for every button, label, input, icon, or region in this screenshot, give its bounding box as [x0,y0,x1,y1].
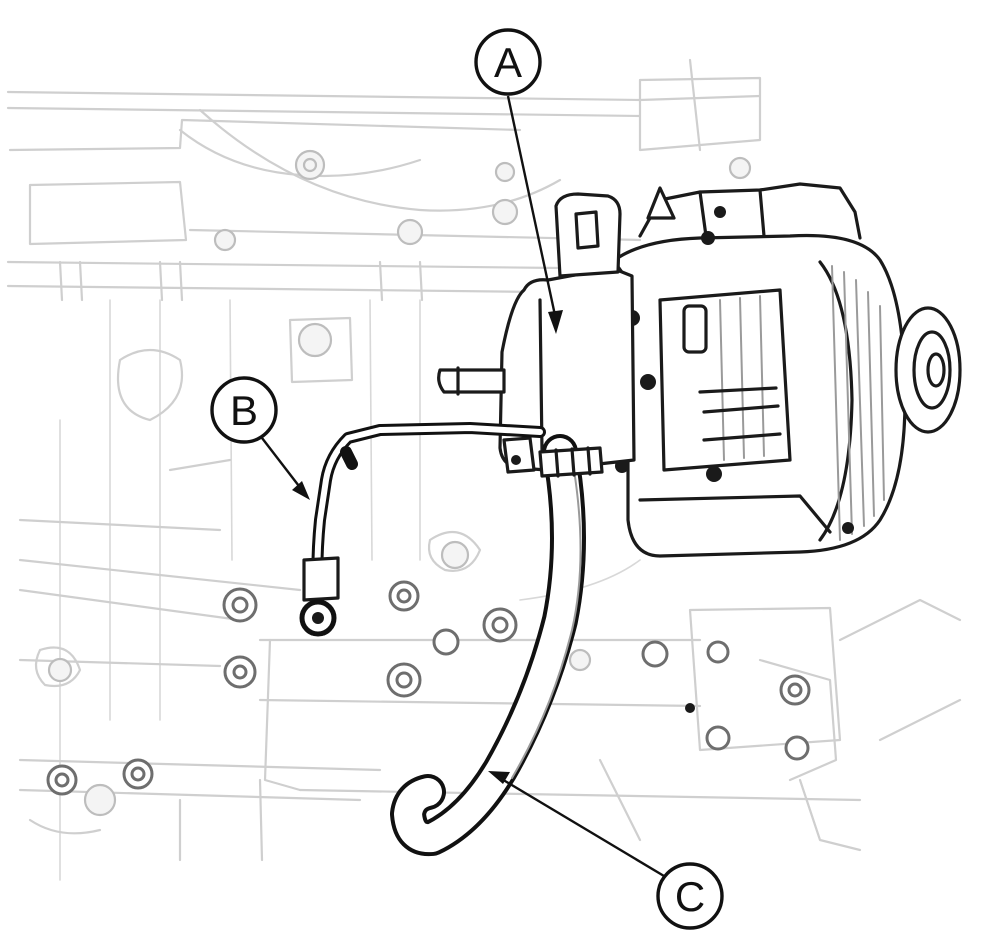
callout-a-letter: A [494,39,522,86]
engine-block-outline [6,58,962,881]
engine-bolts-faint [47,149,752,817]
engine-bolts [46,580,811,796]
callout-c-letter: C [675,873,705,920]
callout-b: B [210,376,310,500]
oil-return-hose-icon [390,434,604,857]
callout-c: C [488,771,724,930]
alternator-icon [610,182,962,558]
callout-b-letter: B [230,387,258,434]
oil-feed-pipe-icon [299,422,546,637]
vacuum-pump-icon [437,192,636,474]
callout-a: A [474,28,563,334]
